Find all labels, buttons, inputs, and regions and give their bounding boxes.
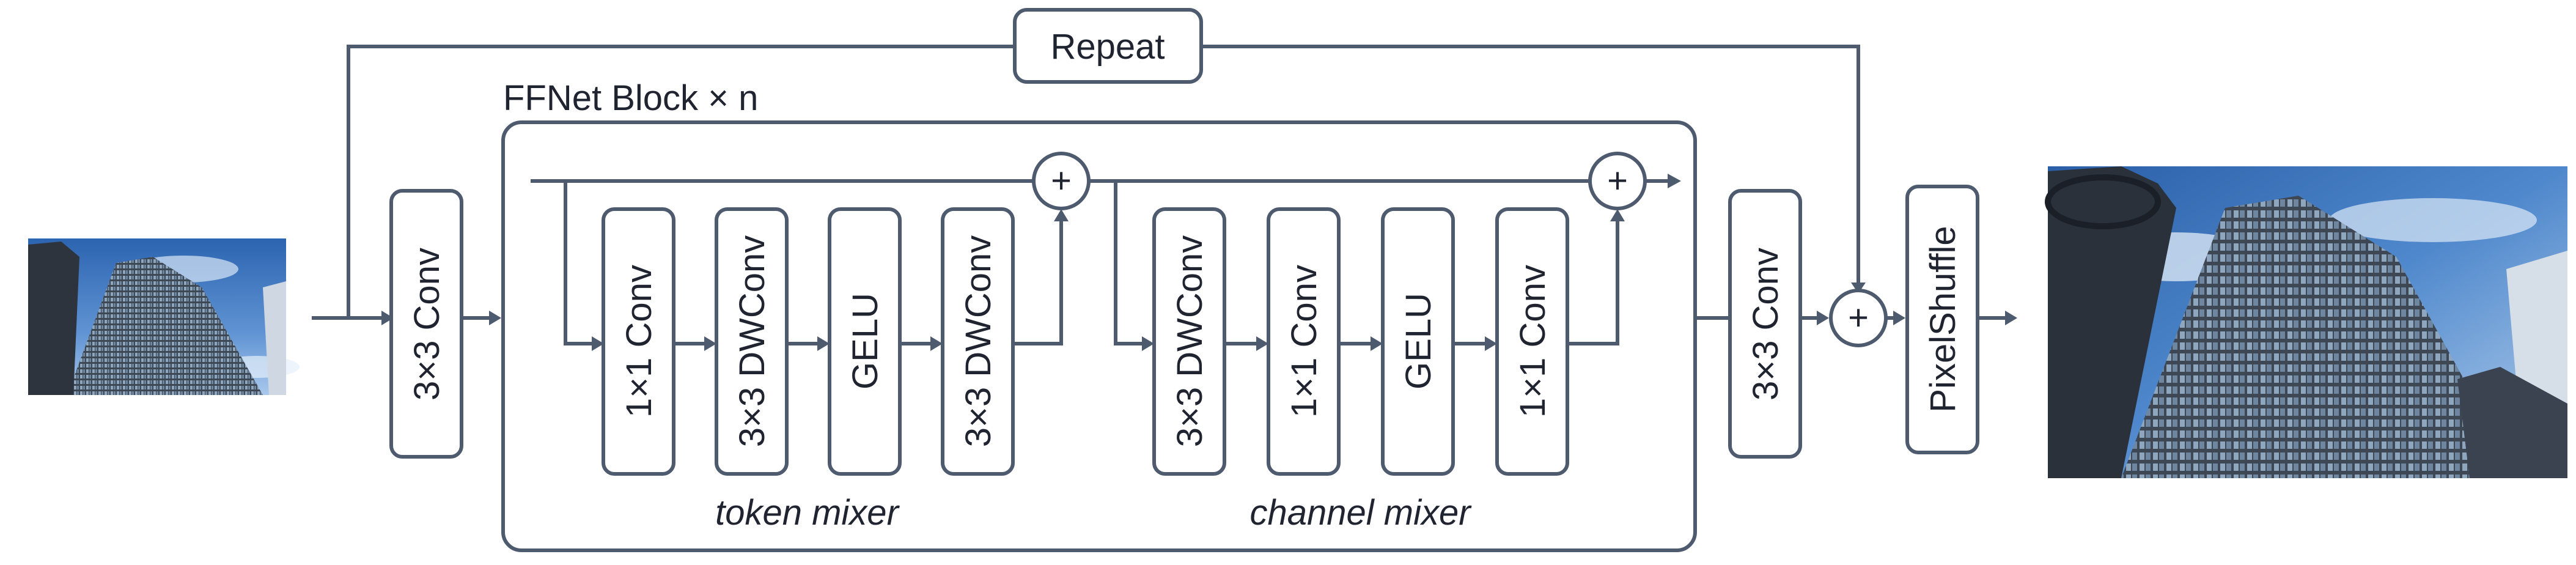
channel-mixer: 3×3 DWConv 1×1 Conv GELU 1×1 Conv channe… [1152,207,1569,533]
token-op-label-4: 3×3 DWConv [959,235,998,448]
channel-arrowhead-2 [1371,336,1383,351]
output-image [2045,166,2567,478]
tail-conv-box [1728,189,1802,459]
channel-branch-arrowhead [1142,336,1154,351]
channel-op-box-2 [1267,207,1341,476]
token-mixer-caption: token mixer [715,493,900,533]
token-op-box-1 [602,207,675,476]
channel-op-label-2: 1×1 Conv [1284,265,1324,418]
token-sum-symbol: + [1051,161,1072,201]
channel-arrowhead-3 [1485,336,1497,351]
channel-op-box-4 [1495,207,1569,476]
head-to-block-arrowhead [489,311,501,325]
token-out-arrowhead [1054,209,1069,221]
arrow-into-sum [1851,282,1866,294]
input-arrowhead [381,311,394,325]
channel-op-label-1: 3×3 DWConv [1170,235,1210,448]
head-conv-label: 3×3 Conv [407,248,447,401]
channel-out-arrowhead [1610,209,1625,221]
channel-op-box-3 [1381,207,1455,476]
sum-to-shuffle-arrowhead [1893,311,1905,325]
shuffle-to-output-arrowhead [2005,311,2017,325]
repeat-label: Repeat [1050,27,1165,67]
pixelshuffle-label: PixelShuffle [1923,226,1963,412]
token-op-label-3: GELU [845,293,885,390]
token-op-label-2: 3×3 DWConv [732,235,772,448]
token-mixer: 1×1 Conv 3×3 DWConv GELU 3×3 DWConv toke… [602,207,1015,533]
channel-op-label-4: 1×1 Conv [1513,265,1553,418]
token-branch-arrowhead [592,336,604,351]
repeat-skip-line-right [1201,45,1860,282]
channel-branch-line [1114,181,1142,345]
token-op-box-2 [715,207,789,476]
token-op-box-4 [941,207,1015,476]
channel-mixer-caption: channel mixer [1249,493,1472,533]
input-image [28,238,300,395]
token-op-box-3 [828,207,902,476]
repeat-skip-line [347,45,1015,318]
channel-sum-symbol: + [1607,161,1628,201]
token-arrowhead-1 [704,336,716,351]
channel-op-label-3: GELU [1399,293,1438,390]
channel-sum-node [1588,152,1647,210]
token-arrowhead-3 [930,336,943,351]
tail-to-sum-arrowhead [1817,311,1829,325]
ffnet-block-title: FFNet Block × n [503,78,758,118]
token-op-label-1: 1×1 Conv [619,265,659,418]
token-arrowhead-2 [817,336,830,351]
token-sum-node [1032,152,1091,210]
repeat-box [1013,8,1203,84]
token-branch-line [564,181,592,345]
channel-arrowhead-1 [1256,336,1268,351]
global-sum-symbol: + [1848,298,1869,338]
head-conv-box [389,189,463,459]
tail-conv-label: 3×3 Conv [1746,248,1786,401]
block-out-arrowhead [1668,174,1681,188]
token-out-line [1013,221,1063,345]
channel-out-line [1567,221,1619,345]
channel-op-box-1 [1152,207,1226,476]
